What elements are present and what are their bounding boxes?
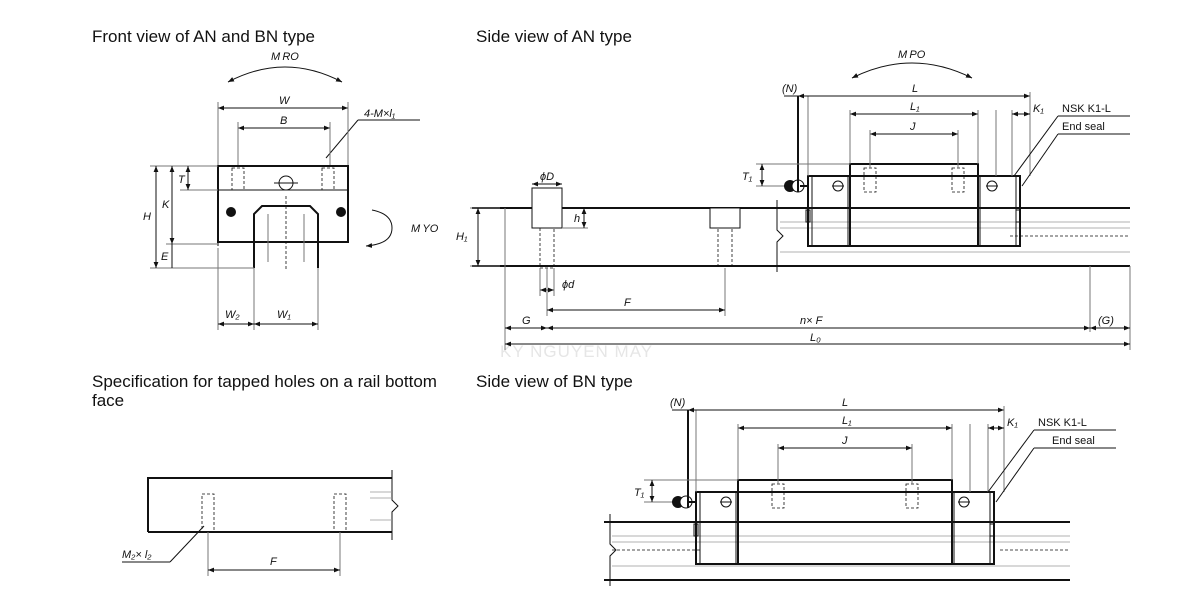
l-label-bn: L <box>842 397 848 409</box>
k1l-label-bn: NSK K1-L <box>1038 417 1087 429</box>
seal-label-an: End seal <box>1062 121 1105 133</box>
h-small-label: h <box>574 213 580 225</box>
l-label-an: L <box>912 83 918 95</box>
watermark: KY NGUYEN MAY <box>500 342 653 361</box>
mpo-label: M PO <box>898 49 926 61</box>
g-label: G <box>522 315 531 327</box>
f-label-bottom: F <box>270 556 278 568</box>
e-label: E <box>161 251 169 263</box>
b-label: B <box>280 115 287 127</box>
l1-label-an: L₁ <box>910 101 920 113</box>
side-view-an-title: Side view of AN type <box>476 27 632 46</box>
phid-small-label: ϕd <box>562 279 575 291</box>
w1-label: W₁ <box>277 309 291 321</box>
k1-label-an: K₁ <box>1033 103 1044 115</box>
g2-label: (G) <box>1098 315 1114 327</box>
w2-label: W₂ <box>225 309 240 321</box>
k1l-label-an: NSK K1-L <box>1062 103 1111 115</box>
l0-label: L₀ <box>810 332 821 344</box>
side-view-bn-drawing: (N) L L₁ J K₁ NSK K1-L End seal T₁ <box>604 397 1116 586</box>
side-view-bn-title: Side view of BN type <box>476 372 633 391</box>
j-label-an: J <box>909 121 916 133</box>
l1-label-bn: L₁ <box>842 415 852 427</box>
side-view-an-drawing: M PO ϕD h H₁ ϕd F <box>456 49 1131 350</box>
front-view-title: Front view of AN and BN type <box>92 27 315 46</box>
h-label: H <box>143 211 151 223</box>
front-view-drawing: M RO W B 4-M×l₁ <box>143 51 439 330</box>
bottom-face-drawing: F M₂× l₂ <box>122 470 399 576</box>
n-label-bn: (N) <box>670 397 686 409</box>
holes-label: 4-M×l₁ <box>364 108 396 120</box>
k1-label-bn: K₁ <box>1007 417 1018 429</box>
nf-label: n× F <box>800 315 824 327</box>
t-label: T <box>178 174 186 186</box>
w-label: W <box>279 95 291 107</box>
n-label-an: (N) <box>782 83 798 95</box>
mro-label: M RO <box>271 51 299 63</box>
f-label: F <box>624 297 632 309</box>
myo-label: M YO <box>411 223 439 235</box>
m2-label: M₂× l₂ <box>122 549 152 561</box>
t1-label-bn: T₁ <box>634 487 645 499</box>
bottom-face-title: Specification for tapped holes on a rail… <box>92 372 437 410</box>
k-label: K <box>162 199 170 211</box>
phid-big-label: ϕD <box>540 171 554 183</box>
seal-label-bn: End seal <box>1052 435 1095 447</box>
h1-label: H₁ <box>456 231 468 243</box>
j-label-bn: J <box>841 435 848 447</box>
t1-label-an: T₁ <box>742 171 753 183</box>
